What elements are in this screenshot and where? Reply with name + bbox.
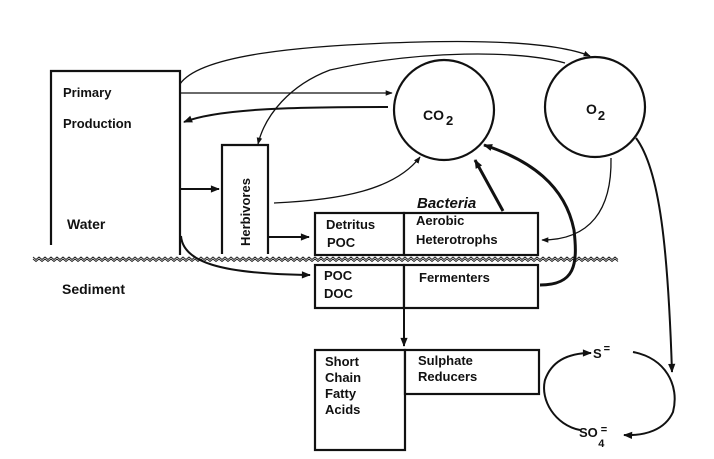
sediment-water-interface (32, 256, 619, 261)
arrow-o2-to-herbivores (256, 53, 566, 145)
water-zone-label: Water (67, 216, 106, 232)
doc-label: DOC (324, 286, 354, 301)
scfa-label-1: Short (325, 354, 360, 369)
primary-production-label-1: Primary (63, 85, 112, 100)
arrow-o2-to-aerobic (541, 157, 612, 243)
poc-sediment-label: POC (324, 268, 353, 283)
sediment-water-interface-lower (32, 258, 619, 263)
scfa-label-3: Fatty (325, 386, 357, 401)
scfa-label-2: Chain (325, 370, 361, 385)
heterotrophs-label: Heterotrophs (416, 232, 498, 247)
poc-doc-box: POC DOC (313, 263, 406, 310)
bacteria-heading: Bacteria (417, 195, 476, 212)
sulphate-reducers-box: Sulphate Reducers (403, 348, 541, 396)
o2-node: O2 (543, 55, 647, 159)
short-chain-fatty-acids-box: Short Chain Fatty Acids (313, 348, 407, 452)
sulphate-ion-label: SO=4 (579, 424, 607, 450)
herbivores-label: Herbivores (238, 178, 253, 246)
primary-production-box: Primary Production (49, 69, 182, 255)
scfa-label-4: Acids (325, 402, 360, 417)
arrow-herbivores-to-co2 (273, 156, 421, 204)
fermenters-label: Fermenters (419, 270, 490, 285)
sediment-zone-label: Sediment (62, 281, 125, 297)
arrow-pp-to-pocdoc (180, 235, 311, 279)
detritus-poc-box: Detritus POC (313, 211, 406, 257)
primary-production-label-2: Production (63, 116, 132, 131)
arrow-sulphide-to-sulphate (623, 351, 676, 439)
sulphide-label: S= (593, 343, 610, 361)
detritus-label: Detritus (326, 217, 375, 232)
poc-label: POC (327, 235, 356, 250)
arrow-aerobic-to-co2 (473, 159, 505, 212)
reducers-label: Reducers (418, 369, 477, 384)
aerobic-label: Aerobic (416, 213, 464, 228)
herbivores-box: Herbivores (220, 143, 270, 254)
arrow-co2-to-pp (183, 106, 389, 123)
arrow-fermenters-to-co2 (483, 143, 577, 287)
arrow-pp-to-o2 (179, 40, 591, 85)
sulphate-label: Sulphate (418, 353, 473, 368)
o2-label: O2 (586, 101, 605, 123)
arrow-o2-to-sulphide (635, 137, 676, 373)
aerobic-heterotrophs-box: Aerobic Heterotrophs (402, 211, 540, 257)
arrow-sulphate-to-sulphide (543, 349, 592, 431)
fermenters-box: Fermenters (402, 263, 540, 310)
